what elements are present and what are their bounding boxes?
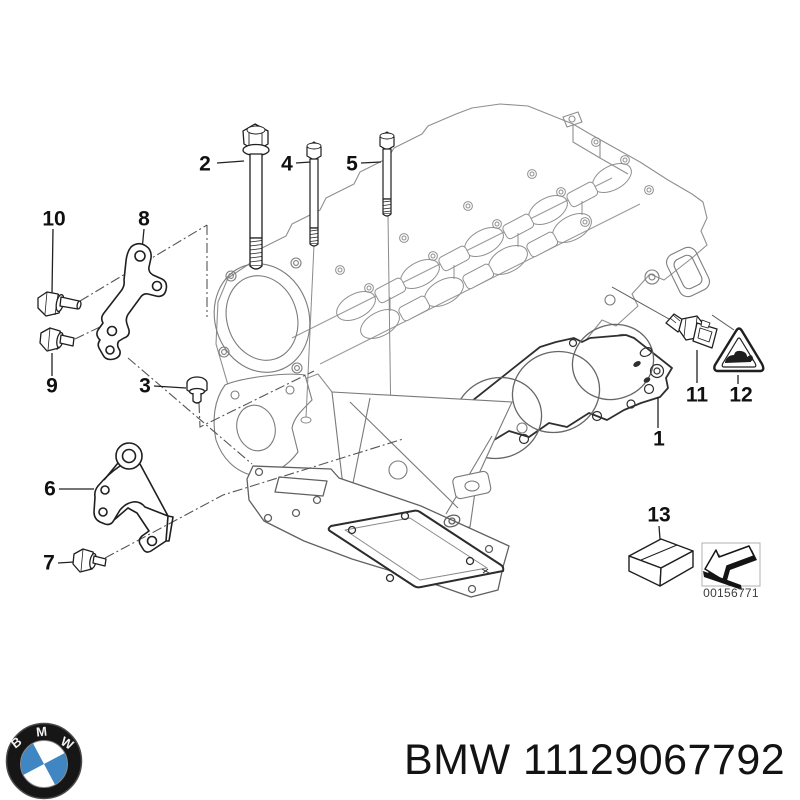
bolt-2-drawing (242, 123, 270, 270)
lower-cover-plate (327, 509, 505, 589)
callout-13: 13 (647, 503, 671, 527)
hot-surface-pictogram (725, 350, 752, 363)
callout-5: 5 (346, 152, 358, 176)
callout-1: 1 (653, 427, 665, 451)
callout-10: 10 (42, 207, 66, 231)
camshaft-towers (335, 137, 654, 339)
bolt-10-drawing (37, 291, 82, 317)
callout-7: 7 (43, 551, 55, 575)
bmw-roundel-blue-quadrant (20, 743, 44, 776)
callout-4: 4 (281, 152, 293, 176)
bmw-logo-letter-m: M (35, 723, 47, 739)
callout-2: 2 (199, 152, 211, 176)
bracket-8-drawing (96, 242, 168, 361)
bmw-logo: B M W (5, 722, 83, 800)
stamp-number: 00156771 (703, 586, 759, 600)
callout-8: 8 (138, 207, 150, 231)
bolt-9-drawing (39, 327, 75, 352)
bolt-4-drawing (306, 141, 322, 247)
bolt-3-drawing (186, 376, 208, 404)
part-number-title: BMW 11129067792 (404, 736, 786, 784)
temperature-sensor-drawing (611, 286, 735, 349)
warning-triangle-drawing (713, 327, 765, 373)
callout-9: 9 (46, 374, 58, 398)
bmw-roundel-blue-quadrant (44, 752, 68, 785)
callout-leader-lines (51, 160, 739, 564)
bolt-7-drawing (72, 548, 107, 573)
gasket-set-box-drawing (628, 538, 694, 587)
bolt-5-drawing (379, 131, 395, 217)
callout-3: 3 (139, 374, 151, 398)
callout-12: 12 (729, 383, 753, 407)
arrow-icon (704, 545, 755, 581)
front-face-opening (213, 257, 313, 477)
direction-stamp (701, 542, 761, 590)
bracket-6-drawing (93, 442, 174, 553)
callout-11: 11 (685, 383, 709, 407)
callout-6: 6 (44, 477, 56, 501)
